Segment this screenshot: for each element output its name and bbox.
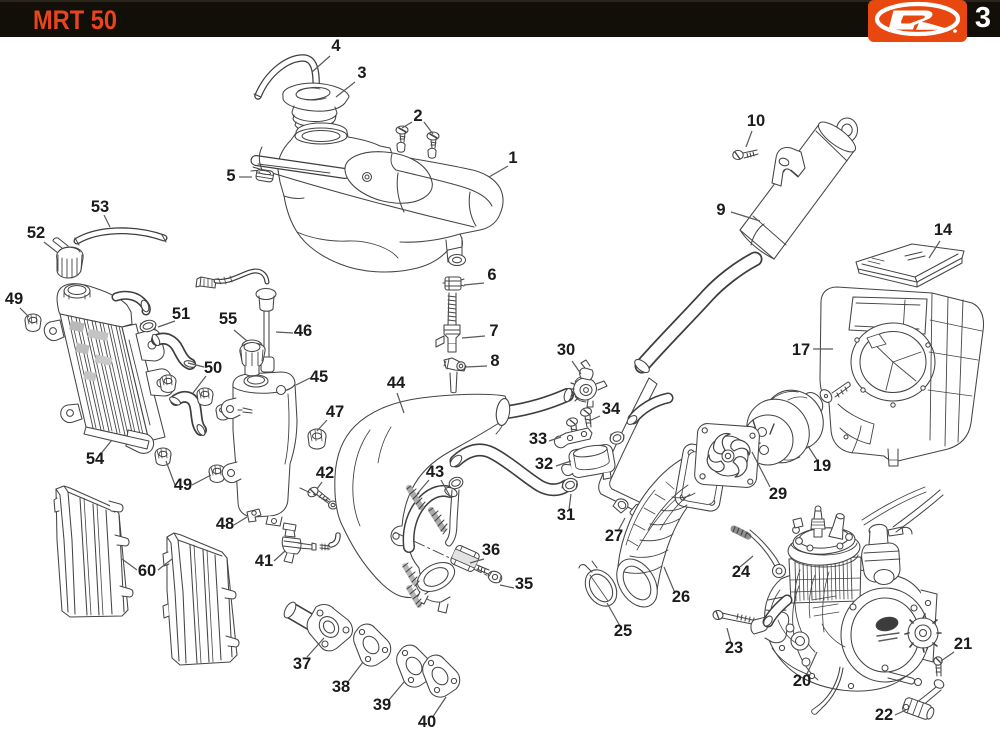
svg-text:32: 32 (535, 455, 553, 473)
svg-text:36: 36 (482, 541, 500, 559)
svg-text:8: 8 (490, 352, 499, 370)
svg-text:45: 45 (310, 368, 328, 386)
svg-text:31: 31 (557, 506, 575, 524)
svg-text:41: 41 (255, 552, 273, 570)
svg-text:25: 25 (614, 622, 632, 640)
svg-text:23: 23 (725, 639, 743, 657)
svg-text:44: 44 (387, 374, 406, 392)
svg-text:4: 4 (331, 37, 341, 55)
svg-text:52: 52 (27, 224, 45, 242)
svg-text:22: 22 (875, 706, 893, 724)
svg-text:20: 20 (793, 672, 811, 690)
svg-text:60: 60 (138, 562, 156, 580)
svg-text:50: 50 (204, 359, 222, 377)
svg-text:2: 2 (413, 107, 422, 125)
svg-text:34: 34 (602, 400, 621, 418)
svg-text:6: 6 (487, 266, 496, 284)
svg-text:3: 3 (975, 2, 991, 34)
svg-text:49: 49 (174, 476, 192, 494)
svg-text:10: 10 (747, 112, 765, 130)
svg-text:38: 38 (332, 678, 350, 696)
svg-text:43: 43 (426, 463, 444, 481)
svg-text:7: 7 (489, 322, 498, 340)
svg-text:53: 53 (91, 198, 109, 216)
svg-text:39: 39 (373, 696, 391, 714)
svg-text:3: 3 (357, 64, 366, 82)
svg-text:MRT 50: MRT 50 (33, 5, 117, 35)
svg-text:5: 5 (226, 167, 235, 185)
svg-text:1: 1 (508, 149, 517, 167)
svg-text:55: 55 (219, 310, 237, 328)
svg-text:42: 42 (316, 464, 334, 482)
svg-text:48: 48 (216, 515, 234, 533)
svg-text:40: 40 (418, 713, 436, 731)
svg-text:14: 14 (934, 221, 953, 239)
svg-text:51: 51 (172, 305, 190, 323)
svg-text:27: 27 (605, 527, 623, 545)
svg-text:26: 26 (672, 588, 690, 606)
svg-text:30: 30 (557, 341, 575, 359)
svg-text:37: 37 (293, 655, 311, 673)
svg-text:29: 29 (769, 485, 787, 503)
svg-text:21: 21 (954, 635, 972, 653)
svg-text:19: 19 (813, 457, 831, 475)
svg-text:9: 9 (716, 201, 725, 219)
svg-text:35: 35 (515, 575, 533, 593)
svg-text:49: 49 (5, 290, 23, 308)
svg-text:17: 17 (792, 341, 810, 359)
svg-text:24: 24 (732, 563, 751, 581)
svg-text:46: 46 (294, 322, 312, 340)
svg-text:54: 54 (86, 450, 105, 468)
svg-text:47: 47 (326, 403, 344, 421)
svg-text:33: 33 (529, 430, 547, 448)
